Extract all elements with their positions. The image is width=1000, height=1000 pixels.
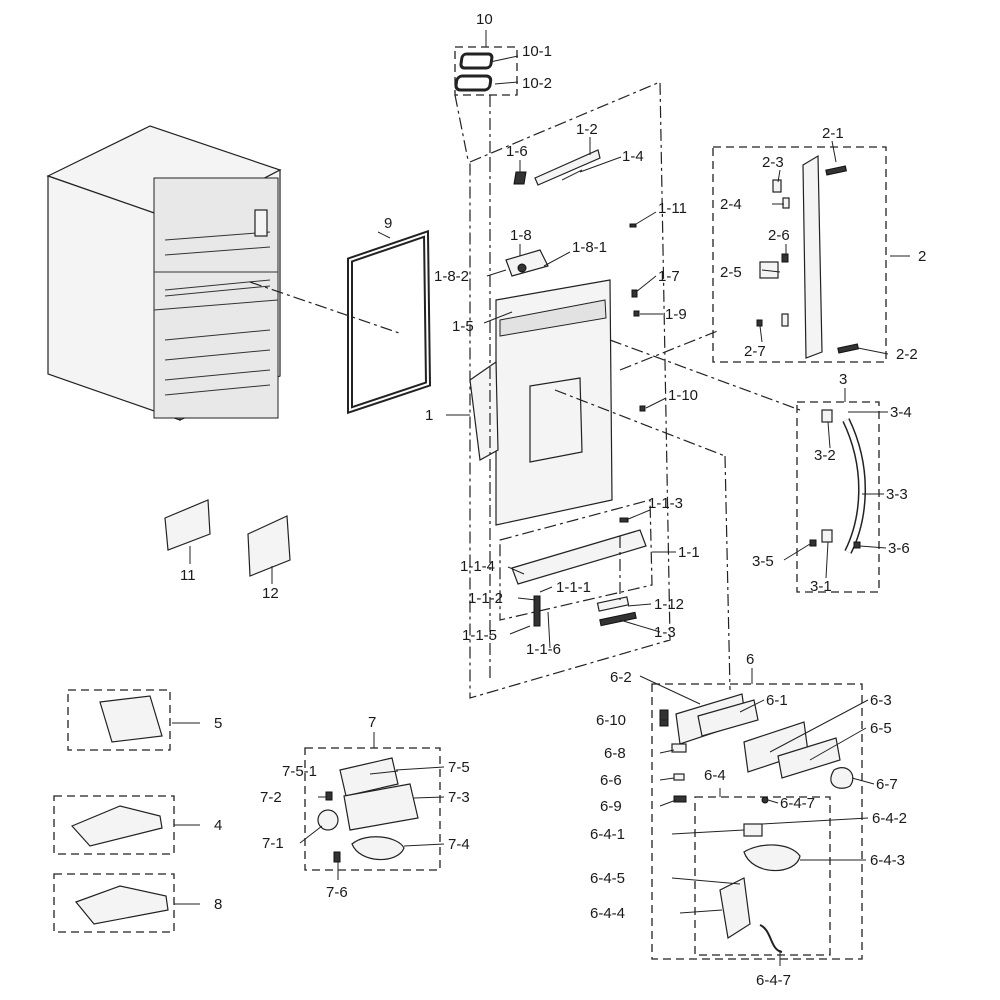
label-7-6: 7-6 bbox=[326, 884, 348, 901]
label-1-3: 1-3 bbox=[654, 624, 676, 641]
label-2-3: 2-3 bbox=[762, 154, 784, 171]
label-4: 4 bbox=[214, 817, 222, 834]
label-6-4-4: 6-4-4 bbox=[590, 905, 625, 922]
label-7-5-1: 7-5-1 bbox=[282, 763, 317, 780]
label-6-10: 6-10 bbox=[596, 712, 626, 729]
label-6-3: 6-3 bbox=[870, 692, 892, 709]
label-7: 7 bbox=[368, 714, 376, 731]
label-6-7: 6-7 bbox=[876, 776, 898, 793]
label-6-4-2: 6-4-2 bbox=[872, 810, 907, 827]
label-6-5: 6-5 bbox=[870, 720, 892, 737]
label-1-4: 1-4 bbox=[622, 148, 644, 165]
label-5: 5 bbox=[214, 715, 222, 732]
label-1-10: 1-10 bbox=[668, 387, 698, 404]
label-10-2: 10-2 bbox=[522, 75, 552, 92]
part-6-4-box bbox=[694, 796, 831, 956]
label-6-4-3: 6-4-3 bbox=[870, 852, 905, 869]
label-1-8: 1-8 bbox=[510, 227, 532, 244]
part-3-box bbox=[796, 401, 880, 593]
label-2-6: 2-6 bbox=[768, 227, 790, 244]
label-7-4: 7-4 bbox=[448, 836, 470, 853]
label-9: 9 bbox=[384, 215, 392, 232]
part-labels: 10 10-1 10-2 1-6 1-2 1-4 1-11 1-8 1-8-1 … bbox=[180, 11, 926, 989]
label-11: 11 bbox=[180, 567, 196, 584]
label-6-9: 6-9 bbox=[600, 798, 622, 815]
label-2-2: 2-2 bbox=[896, 346, 918, 363]
refrigerator-cabinet bbox=[46, 125, 282, 421]
label-6-6: 6-6 bbox=[600, 772, 622, 789]
label-1: 1 bbox=[425, 407, 433, 424]
label-2-5: 2-5 bbox=[720, 264, 742, 281]
leader-lines bbox=[172, 30, 910, 966]
label-7-1: 7-1 bbox=[262, 835, 284, 852]
label-6-4: 6-4 bbox=[704, 767, 726, 784]
label-1-7: 1-7 bbox=[658, 268, 680, 285]
label-3-5: 3-5 bbox=[752, 553, 774, 570]
label-3-2: 3-2 bbox=[814, 447, 836, 464]
part-7-box bbox=[304, 747, 441, 871]
door-assembly-boundary bbox=[469, 81, 671, 699]
label-3-6: 3-6 bbox=[888, 540, 910, 557]
label-2: 2 bbox=[918, 248, 926, 265]
label-1-1-3: 1-1-3 bbox=[648, 495, 683, 512]
label-7-2: 7-2 bbox=[260, 789, 282, 806]
label-6-1: 6-1 bbox=[766, 692, 788, 709]
label-6-4-7-top: 6-4-7 bbox=[780, 795, 815, 812]
label-1-1-6: 1-1-6 bbox=[526, 641, 561, 658]
label-1-1-2: 1-1-2 bbox=[468, 590, 503, 607]
label-1-1-5: 1-1-5 bbox=[462, 627, 497, 644]
label-2-1: 2-1 bbox=[822, 125, 844, 142]
label-1-1-1: 1-1-1 bbox=[556, 579, 591, 596]
label-12: 12 bbox=[262, 585, 279, 602]
label-6-4-7-bottom: 6-4-7 bbox=[756, 972, 791, 989]
label-2-7: 2-7 bbox=[744, 343, 766, 360]
label-3-3: 3-3 bbox=[886, 486, 908, 503]
label-10-1: 10-1 bbox=[522, 43, 552, 60]
label-3-1: 3-1 bbox=[810, 578, 832, 595]
label-1-11: 1-11 bbox=[658, 200, 687, 217]
label-3: 3 bbox=[839, 371, 847, 388]
label-1-8-1: 1-8-1 bbox=[572, 239, 607, 256]
label-1-2: 1-2 bbox=[576, 121, 598, 138]
label-1-8-2: 1-8-2 bbox=[434, 268, 469, 285]
gasket-leader bbox=[249, 281, 403, 335]
door-gasket bbox=[347, 229, 432, 415]
label-6: 6 bbox=[746, 651, 754, 668]
label-2-4: 2-4 bbox=[720, 196, 742, 213]
label-1-1: 1-1 bbox=[678, 544, 700, 561]
part-8-box bbox=[53, 873, 175, 933]
label-6-2: 6-2 bbox=[610, 669, 632, 686]
label-6-4-5: 6-4-5 bbox=[590, 870, 625, 887]
label-3-4: 3-4 bbox=[890, 404, 912, 421]
part-6-box bbox=[651, 683, 863, 960]
part-2-box bbox=[712, 146, 887, 363]
label-10: 10 bbox=[476, 11, 493, 28]
label-7-5: 7-5 bbox=[448, 759, 470, 776]
label-1-1-4: 1-1-4 bbox=[460, 558, 495, 575]
label-6-4-1: 6-4-1 bbox=[590, 826, 625, 843]
label-1-5: 1-5 bbox=[452, 318, 474, 335]
label-1-12: 1-12 bbox=[654, 596, 684, 613]
label-7-3: 7-3 bbox=[448, 789, 470, 806]
part-5-box bbox=[67, 689, 171, 751]
label-6-8: 6-8 bbox=[604, 745, 626, 762]
label-8: 8 bbox=[214, 896, 222, 913]
label-1-9: 1-9 bbox=[665, 306, 687, 323]
label-1-6: 1-6 bbox=[506, 143, 528, 160]
